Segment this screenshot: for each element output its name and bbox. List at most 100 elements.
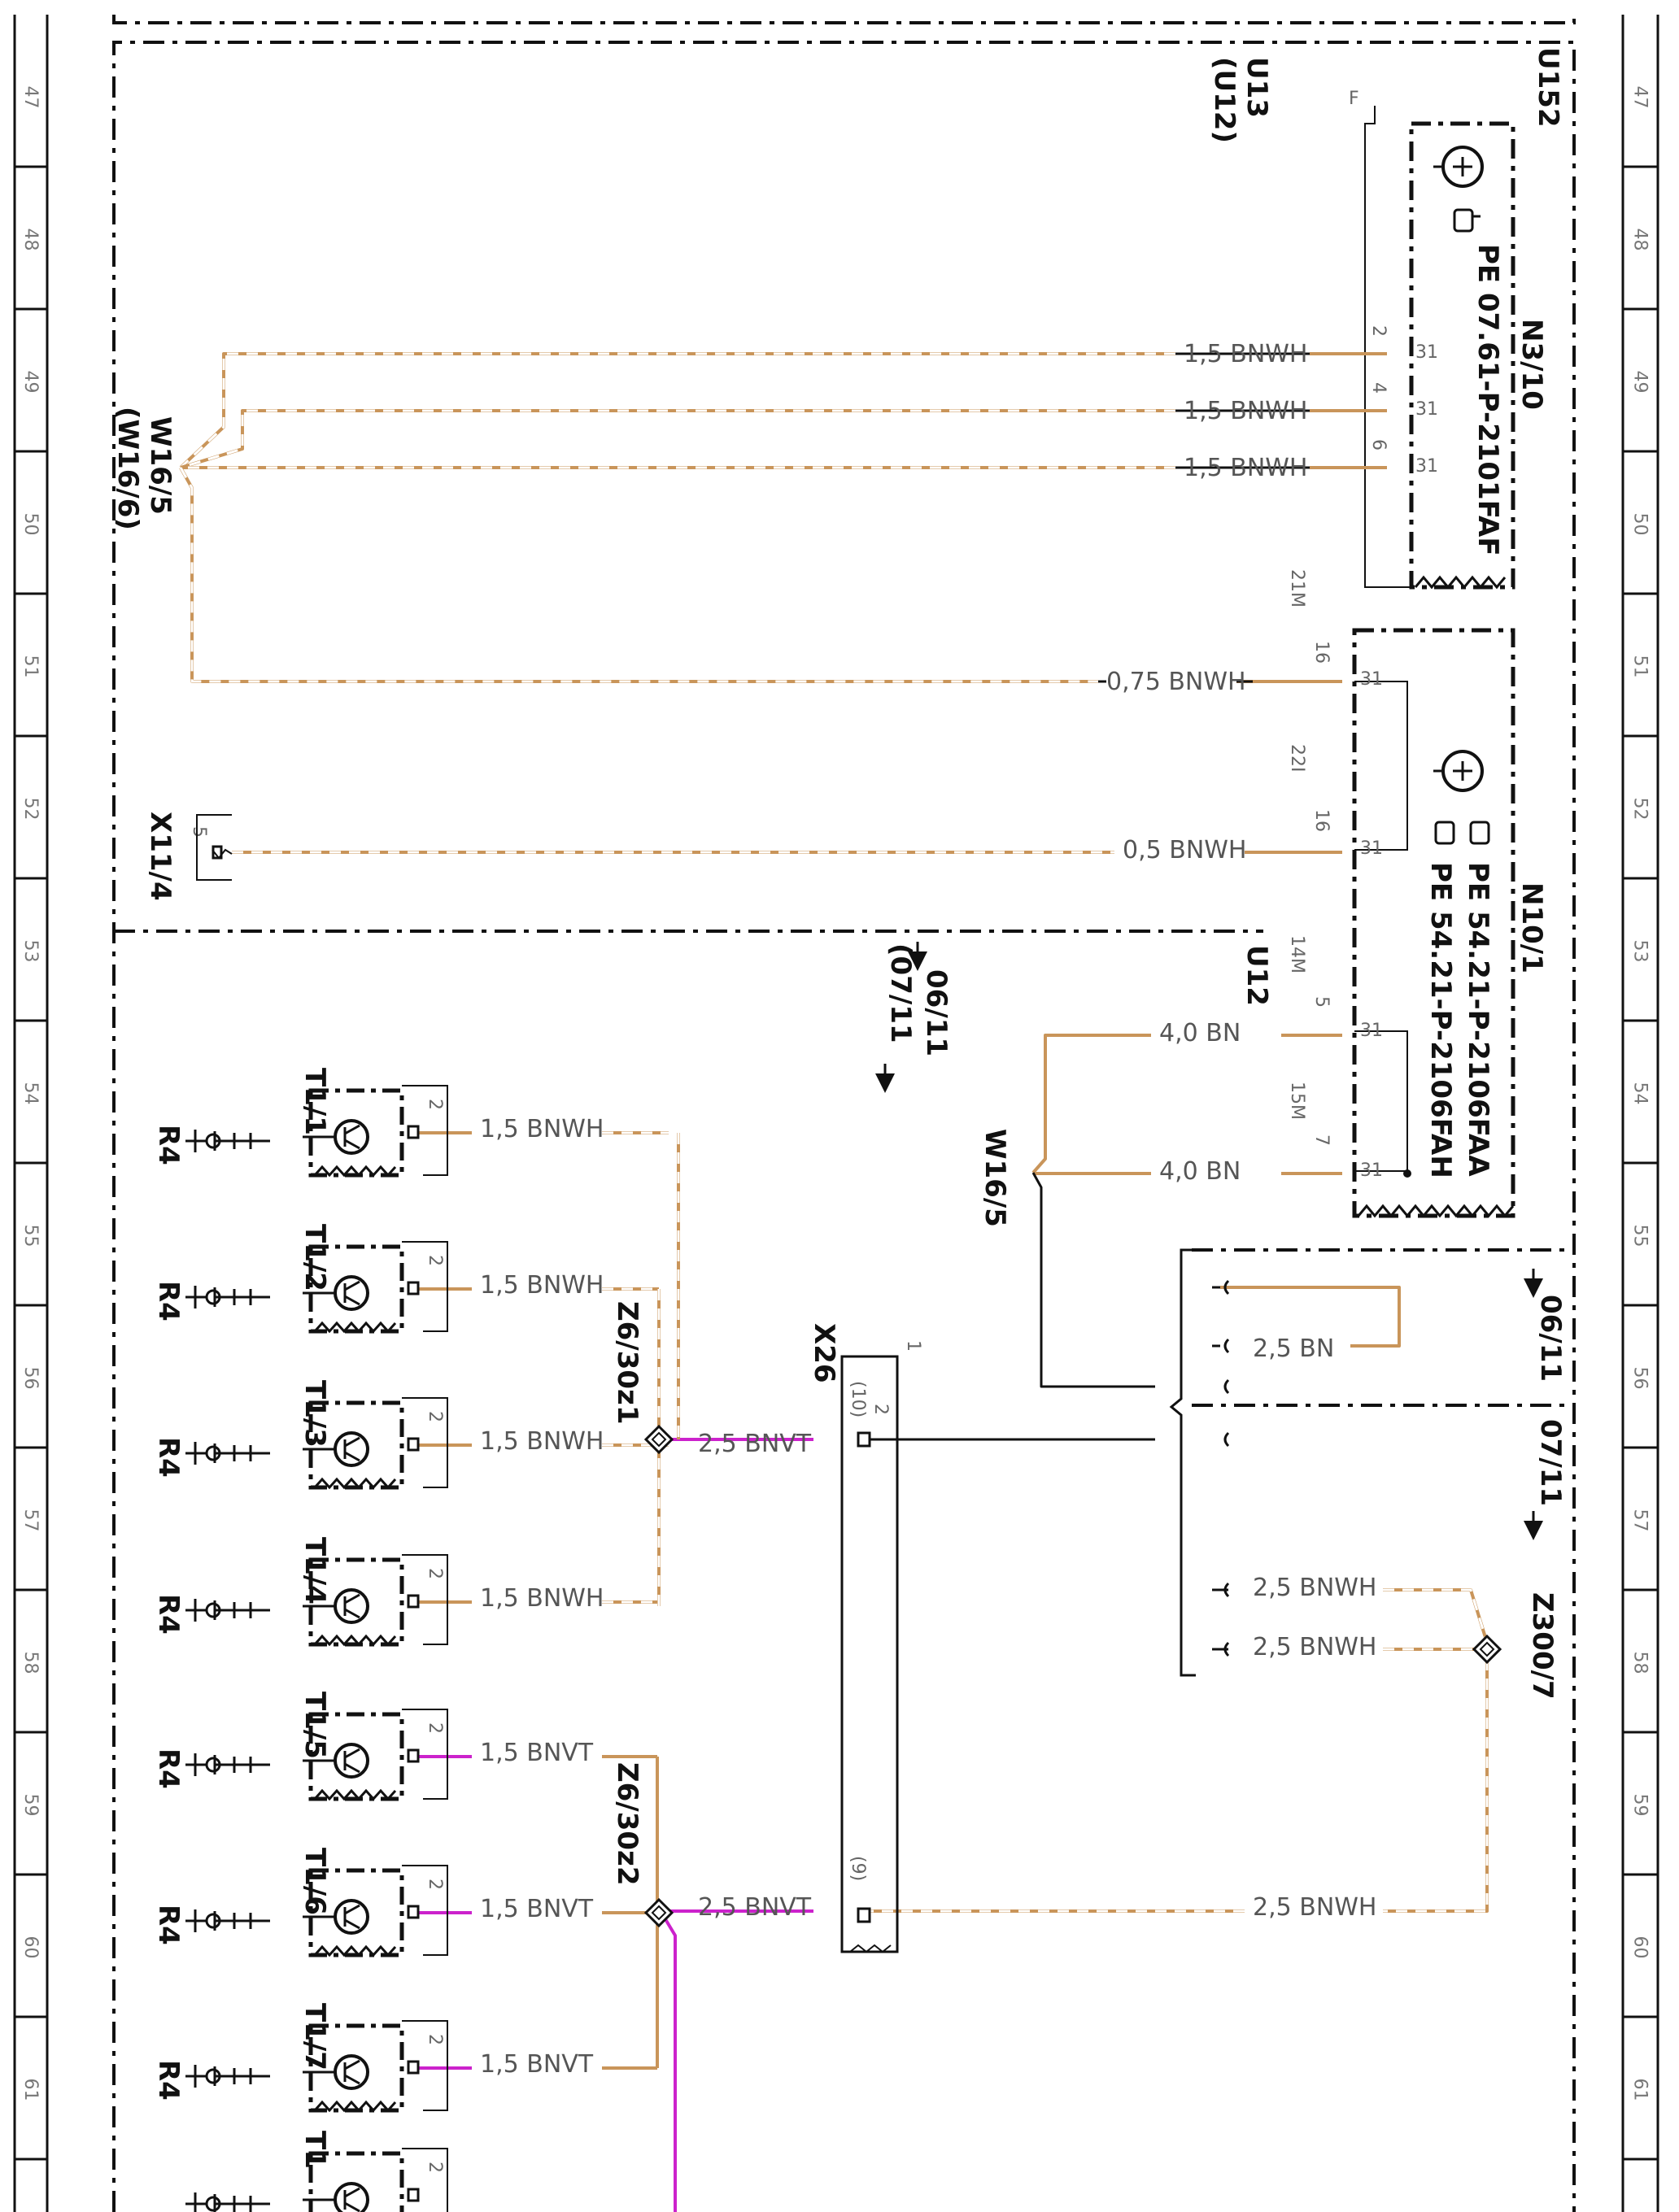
pin-number: 2 [425, 1255, 445, 1266]
wire-label: 1,5 BNVT [480, 2050, 594, 2079]
pin-number: (10) [848, 1381, 868, 1417]
plug-icon [185, 1909, 270, 1932]
ruler-number: 58 [1630, 1652, 1651, 1674]
transducer-3: 2 T1/3R4 [152, 1380, 448, 1490]
ruler-number: 47 [20, 86, 41, 109]
transducer-label: T1/7 [299, 2003, 331, 2070]
plug-icon [185, 2192, 270, 2212]
pin-number: 2 [425, 1568, 445, 1579]
x26-label: X26 [808, 1323, 840, 1383]
transistor-icon [303, 1743, 369, 1779]
ruler-number: 58 [20, 1652, 41, 1674]
ref-06-11-b: 06/11 [1534, 1295, 1567, 1382]
ruler-number: 47 [1630, 86, 1651, 109]
ruler-number: 49 [1630, 371, 1651, 394]
wire-stub-icon [1223, 1279, 1230, 1295]
sensor-icon [1433, 750, 1484, 792]
ruler-number: 51 [1630, 655, 1651, 678]
n3-10-pe-ref: PE 07.61-P-2101FAF [1472, 244, 1504, 556]
ruler-number: 50 [1630, 513, 1651, 536]
ruler-number: 54 [20, 1082, 41, 1105]
transducer-5: 2T1/5R4 [152, 1692, 448, 1801]
wire-label: 2,5 BNWH [1253, 1893, 1377, 1922]
ruler-number: 59 [20, 1794, 41, 1817]
transducer-4: 2T1/4R4 [152, 1537, 448, 1647]
ruler-number: 53 [20, 940, 41, 963]
pin-number: 1 [903, 1340, 923, 1352]
ruler-number: 48 [20, 229, 41, 251]
transistor-icon [303, 1431, 369, 1467]
resistor-label: R4 [152, 1594, 185, 1635]
transducer-label: T1/1 [299, 1068, 331, 1135]
transducer-column: 2T1/1R42T1/2R42T1/3R42T1/4R42T1/5R42T1/6… [152, 1068, 448, 2212]
wire-stripe [1383, 1588, 1489, 1644]
ruler-number: 61 [1630, 2079, 1651, 2101]
ruler-number: 54 [1630, 1082, 1651, 1105]
ruler-number: 50 [20, 513, 41, 536]
transducer-label: T1/6 [299, 1848, 331, 1915]
resistor-label: R4 [152, 1905, 185, 1945]
wire-stripe [179, 352, 1175, 469]
wires [179, 352, 1489, 2212]
ruler-number: 53 [1630, 940, 1651, 963]
transducer-label: T1/2 [299, 1224, 331, 1291]
pin-terminal: 31 [1360, 669, 1383, 690]
wire-stripe [179, 467, 1098, 683]
transducer-2: 2 T1/2R4 [152, 1224, 448, 1334]
transistor-icon [303, 2182, 369, 2212]
transistor-icon [303, 1119, 369, 1155]
resistor-label: R4 [152, 1437, 185, 1478]
wire-stub-icon [1223, 1641, 1230, 1657]
plug-icon [185, 1286, 270, 1308]
wire-label: 1,5 BNWH [480, 1115, 604, 1143]
connector-code: 15M [1287, 1082, 1307, 1120]
z300-7-label: Z300/7 [1526, 1592, 1559, 1700]
transducer-label: T1/3 [299, 1380, 331, 1448]
ref-06-11-a: 06/11 [920, 969, 953, 1056]
pin-number: 7 [1311, 1134, 1332, 1146]
wire [1220, 1286, 1401, 1348]
plug-icon [185, 1130, 270, 1152]
splices [643, 1169, 1502, 1928]
component-n10-1: PE 54.21-P-2106FAH PE 54.21-P-2106FAA N1… [1352, 628, 1548, 1218]
resistor-label: R4 [152, 1748, 185, 1789]
wire-label: 0,5 BNWH [1123, 836, 1247, 864]
wire-label: 1,5 BNVT [480, 1895, 594, 1923]
pin-number: 2 [425, 1411, 445, 1422]
w16-5-bundle-label: W16/5 [979, 1129, 1011, 1227]
wire [664, 1918, 677, 2212]
n10-1-pe-ref-1: PE 54.21-P-2106FAA [1462, 862, 1494, 1177]
pointing-hand-icon [1469, 821, 1490, 845]
area-borders [112, 15, 1576, 2212]
u13-label: U13 [1241, 57, 1273, 118]
u12-paren-label: (U12) [1208, 57, 1241, 143]
pin-number: 5 [1311, 996, 1332, 1008]
n10-1-pe-ref-2: PE 54.21-P-2106FAH [1424, 862, 1457, 1178]
wire-stub-icon [1223, 1338, 1230, 1354]
ruler-number: 52 [20, 798, 41, 821]
area-labels: U152 U13 (U12) U12 W16/5 (W16/6) X11/4 W… [111, 47, 1567, 1886]
wire-label: 2,5 BNVT [698, 1893, 812, 1922]
wire [180, 409, 1175, 469]
transistor-icon [303, 1588, 369, 1624]
transistor-icon [303, 1899, 369, 1935]
connector-code: 21M [1287, 569, 1307, 607]
ruler-number: 56 [20, 1367, 41, 1390]
resistor-label: R4 [152, 1281, 185, 1322]
resistor-label: R4 [152, 2060, 185, 2101]
splice-z6-30z1 [643, 1424, 674, 1455]
connector-code: 14M [1287, 935, 1307, 973]
component-n3-10: F PE 07.61-P-2101FAF N3/10 [1349, 89, 1548, 590]
wire-label: 2,5 BN [1253, 1335, 1334, 1363]
u12-label: U12 [1241, 945, 1273, 1006]
wire-label: 1,5 BNWH [1184, 397, 1308, 425]
wire-stub-icon [1223, 1378, 1230, 1395]
pin-terminal: 31 [1415, 399, 1438, 420]
pin-number: 2 [425, 1722, 445, 1734]
z6-30z1-label: Z6/30z1 [611, 1301, 643, 1425]
connector-x26 [840, 1355, 899, 1953]
transducer-6: 2T1/6R4 [152, 1848, 448, 1957]
